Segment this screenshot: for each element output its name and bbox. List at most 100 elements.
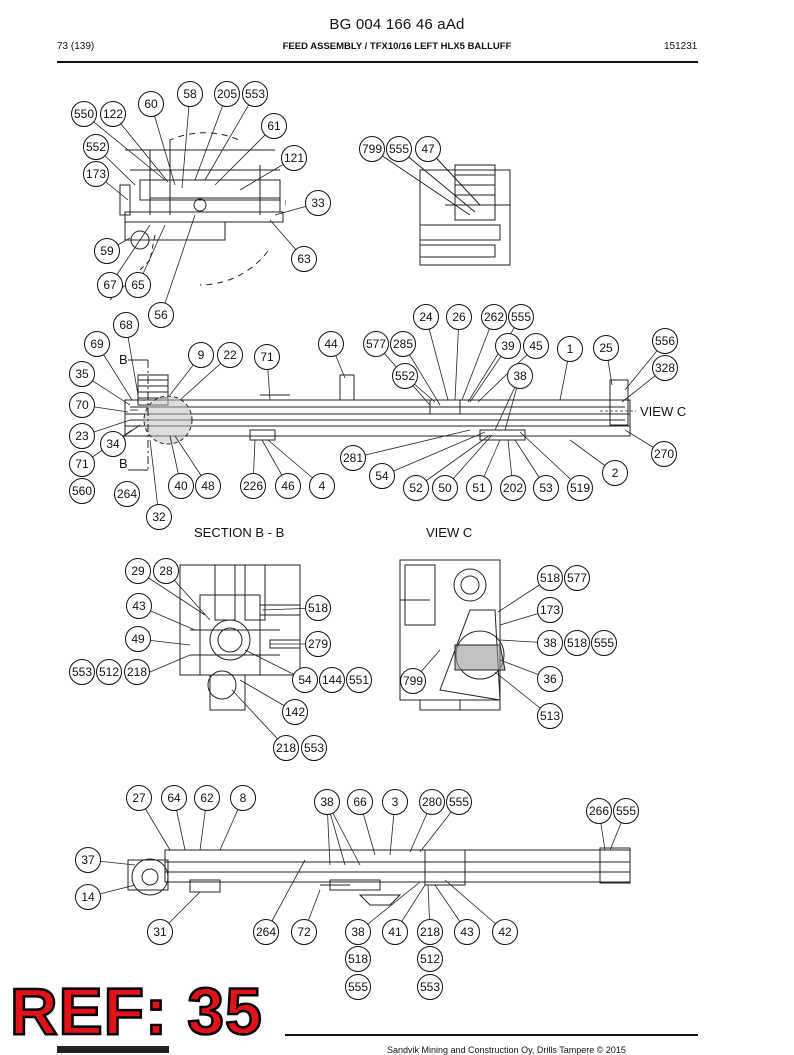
callout-bubble[interactable]: 43 <box>454 919 480 945</box>
callout-bubble[interactable]: 142 <box>282 699 308 725</box>
callout-bubble[interactable]: 4 <box>309 473 335 499</box>
callout-bubble[interactable]: 518 <box>564 630 590 656</box>
callout-bubble[interactable]: 518 <box>305 595 331 621</box>
callout-bubble[interactable]: 38 <box>537 630 563 656</box>
callout-bubble[interactable]: 45 <box>523 333 549 359</box>
callout-bubble[interactable]: 173 <box>83 161 109 187</box>
callout-bubble[interactable]: 68 <box>113 312 139 338</box>
callout-bubble[interactable]: 279 <box>305 631 331 657</box>
callout-bubble[interactable]: 27 <box>126 785 152 811</box>
callout-bubble[interactable]: 551 <box>346 667 372 693</box>
callout-bubble[interactable]: 218 <box>273 735 299 761</box>
callout-bubble[interactable]: 65 <box>125 272 151 298</box>
callout-bubble[interactable]: 36 <box>537 666 563 692</box>
callout-bubble[interactable]: 560 <box>69 478 95 504</box>
callout-bubble[interactable]: 23 <box>69 423 95 449</box>
callout-bubble[interactable]: 328 <box>652 355 678 381</box>
callout-bubble[interactable]: 550 <box>71 101 97 127</box>
callout-bubble[interactable]: 264 <box>253 919 279 945</box>
callout-bubble[interactable]: 32 <box>146 504 172 530</box>
callout-bubble[interactable]: 512 <box>96 659 122 685</box>
callout-bubble[interactable]: 69 <box>84 331 110 357</box>
callout-bubble[interactable]: 24 <box>413 304 439 330</box>
callout-bubble[interactable]: 67 <box>97 272 123 298</box>
callout-bubble[interactable]: 56 <box>148 302 174 328</box>
callout-bubble[interactable]: 54 <box>292 667 318 693</box>
callout-bubble[interactable]: 42 <box>492 919 518 945</box>
callout-bubble[interactable]: 552 <box>83 134 109 160</box>
callout-bubble[interactable]: 33 <box>305 190 331 216</box>
callout-bubble[interactable]: 50 <box>432 475 458 501</box>
callout-bubble[interactable]: 40 <box>168 473 194 499</box>
callout-bubble[interactable]: 553 <box>242 81 268 107</box>
callout-bubble[interactable]: 53 <box>533 475 559 501</box>
callout-bubble[interactable]: 9 <box>188 342 214 368</box>
callout-bubble[interactable]: 34 <box>100 431 126 457</box>
callout-bubble[interactable]: 577 <box>363 331 389 357</box>
callout-bubble[interactable]: 266 <box>586 798 612 824</box>
callout-bubble[interactable]: 14 <box>75 884 101 910</box>
callout-bubble[interactable]: 28 <box>153 558 179 584</box>
callout-bubble[interactable]: 3 <box>382 789 408 815</box>
callout-bubble[interactable]: 38 <box>314 789 340 815</box>
callout-bubble[interactable]: 54 <box>369 463 395 489</box>
callout-bubble[interactable]: 555 <box>386 136 412 162</box>
callout-bubble[interactable]: 52 <box>403 475 429 501</box>
callout-bubble[interactable]: 555 <box>508 304 534 330</box>
callout-bubble[interactable]: 70 <box>69 392 95 418</box>
callout-bubble[interactable]: 58 <box>177 81 203 107</box>
callout-bubble[interactable]: 22 <box>217 342 243 368</box>
callout-bubble[interactable]: 62 <box>194 785 220 811</box>
callout-bubble[interactable]: 44 <box>318 331 344 357</box>
callout-bubble[interactable]: 226 <box>240 473 266 499</box>
callout-bubble[interactable]: 61 <box>261 113 287 139</box>
callout-bubble[interactable]: 38 <box>507 363 533 389</box>
callout-bubble[interactable]: 513 <box>537 703 563 729</box>
callout-bubble[interactable]: 31 <box>147 919 173 945</box>
callout-bubble[interactable]: 202 <box>500 475 526 501</box>
callout-bubble[interactable]: 285 <box>390 331 416 357</box>
callout-bubble[interactable]: 552 <box>392 363 418 389</box>
callout-bubble[interactable]: 49 <box>125 626 151 652</box>
callout-bubble[interactable]: 37 <box>75 847 101 873</box>
callout-bubble[interactable]: 25 <box>593 335 619 361</box>
callout-bubble[interactable]: 264 <box>114 481 140 507</box>
callout-bubble[interactable]: 518 <box>537 565 563 591</box>
callout-bubble[interactable]: 46 <box>275 473 301 499</box>
callout-bubble[interactable]: 60 <box>138 91 164 117</box>
callout-bubble[interactable]: 59 <box>94 238 120 264</box>
callout-bubble[interactable]: 553 <box>301 735 327 761</box>
callout-bubble[interactable]: 38 <box>345 919 371 945</box>
callout-bubble[interactable]: 173 <box>537 597 563 623</box>
callout-bubble[interactable]: 64 <box>161 785 187 811</box>
callout-bubble[interactable]: 799 <box>400 668 426 694</box>
callout-bubble[interactable]: 555 <box>446 789 472 815</box>
callout-bubble[interactable]: 555 <box>591 630 617 656</box>
callout-bubble[interactable]: 512 <box>417 946 443 972</box>
callout-bubble[interactable]: 8 <box>230 785 256 811</box>
callout-bubble[interactable]: 26 <box>446 304 472 330</box>
callout-bubble[interactable]: 48 <box>195 473 221 499</box>
callout-bubble[interactable]: 280 <box>419 789 445 815</box>
callout-bubble[interactable]: 262 <box>481 304 507 330</box>
callout-bubble[interactable]: 39 <box>495 333 521 359</box>
callout-bubble[interactable]: 63 <box>291 246 317 272</box>
callout-bubble[interactable]: 555 <box>613 798 639 824</box>
callout-bubble[interactable]: 51 <box>466 475 492 501</box>
callout-bubble[interactable]: 71 <box>254 344 280 370</box>
callout-bubble[interactable]: 66 <box>347 789 373 815</box>
callout-bubble[interactable]: 43 <box>126 593 152 619</box>
callout-bubble[interactable]: 555 <box>345 974 371 1000</box>
callout-bubble[interactable]: 122 <box>100 101 126 127</box>
callout-bubble[interactable]: 519 <box>567 475 593 501</box>
callout-bubble[interactable]: 41 <box>382 919 408 945</box>
callout-bubble[interactable]: 553 <box>417 974 443 1000</box>
callout-bubble[interactable]: 2 <box>602 460 628 486</box>
callout-bubble[interactable]: 29 <box>125 558 151 584</box>
callout-bubble[interactable]: 47 <box>415 136 441 162</box>
callout-bubble[interactable]: 1 <box>557 336 583 362</box>
callout-bubble[interactable]: 556 <box>652 328 678 354</box>
callout-bubble[interactable]: 577 <box>564 565 590 591</box>
callout-bubble[interactable]: 218 <box>417 919 443 945</box>
callout-bubble[interactable]: 35 <box>69 361 95 387</box>
